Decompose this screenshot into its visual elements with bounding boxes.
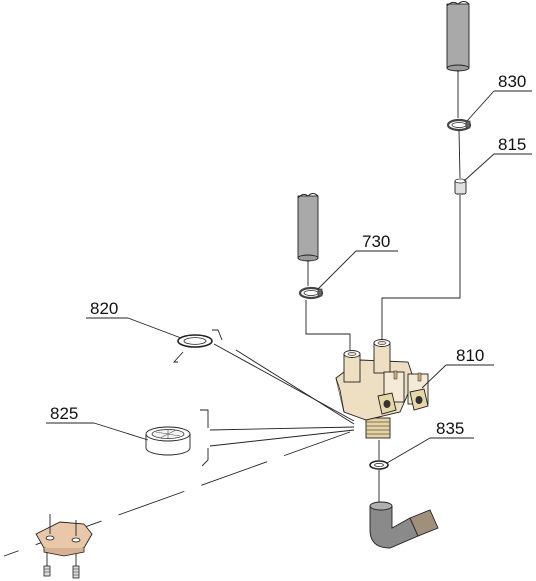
lower-routing-line: [305, 300, 351, 350]
elbow-hose: [369, 501, 439, 549]
filter-825-bracket: [200, 409, 209, 428]
lower-hose: [297, 193, 319, 262]
restrictor-815: [454, 178, 467, 195]
callout-820: 820: [86, 299, 182, 339]
filter-screen-825: [145, 426, 191, 456]
callout-730: 730: [317, 232, 398, 290]
hose-clamp-830: [446, 118, 472, 132]
callout-815: 815: [463, 135, 532, 182]
hose-clamp-730: [298, 286, 324, 300]
svg-text:825: 825: [50, 404, 78, 423]
svg-text:810: 810: [456, 346, 484, 365]
svg-text:815: 815: [498, 135, 526, 154]
washer-835: [369, 460, 389, 470]
mounting-screws: [43, 552, 80, 579]
water-inlet-valve: [335, 339, 429, 439]
washer-820: [177, 334, 213, 348]
svg-text:830: 830: [498, 72, 526, 91]
washer-820-bracket: [172, 351, 184, 363]
upper-routing-line: [381, 195, 461, 340]
callout-810: 810: [421, 346, 494, 389]
upper-hose: [446, 1, 470, 72]
callout-825: 825: [46, 404, 149, 441]
svg-text:835: 835: [436, 419, 464, 438]
callout-830: 830: [466, 72, 532, 122]
mounting-bracket: [35, 514, 93, 557]
callout-835: 835: [386, 419, 474, 464]
svg-text:820: 820: [90, 299, 118, 318]
svg-text:730: 730: [362, 232, 390, 251]
